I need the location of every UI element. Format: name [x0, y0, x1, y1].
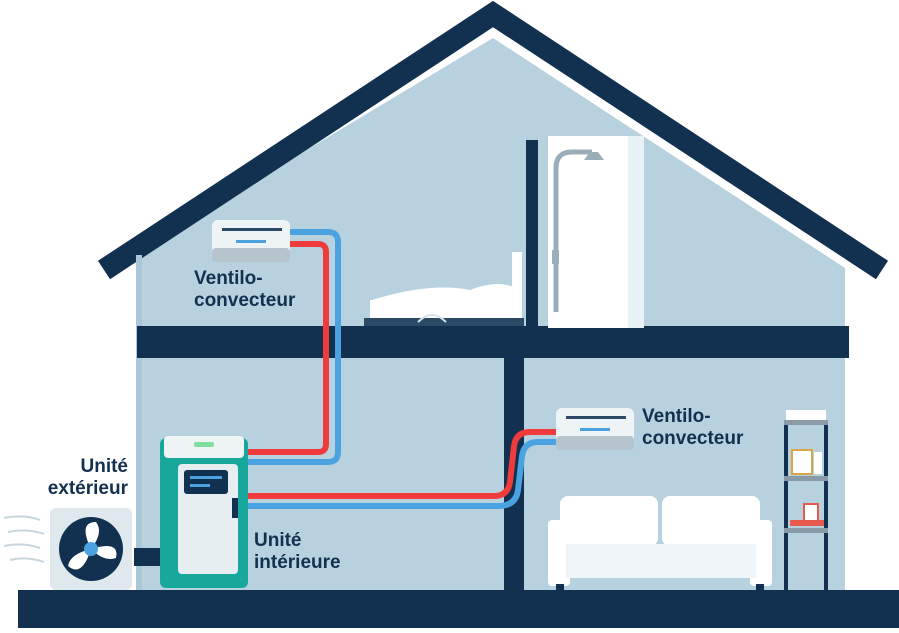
- indoor-unit-label-line2: intérieure: [254, 552, 341, 573]
- fan-coil-upstairs-unit: [212, 220, 290, 262]
- fan-coil-upstairs-label-line2: convecteur: [194, 290, 296, 311]
- outdoor-unit: [3, 508, 160, 590]
- fan-coil-downstairs-unit: [556, 408, 634, 450]
- indoor-unit-label-line1: Unité: [254, 530, 302, 551]
- hot-pipe-downstairs: [246, 429, 560, 499]
- fan-coil-upstairs-label-line1: Ventilo-: [194, 268, 263, 289]
- fan-coil-downstairs-label-line1: Ventilo-: [642, 406, 711, 427]
- fan-coil-downstairs-label: Ventilo- convecteur: [642, 406, 743, 450]
- bathroom-divider: [526, 140, 538, 328]
- hot-pipe-upstairs: [246, 241, 329, 455]
- shower: [548, 136, 644, 328]
- fan-coil-downstairs-label-line2: convecteur: [642, 428, 744, 449]
- left-wall-edge: [136, 255, 142, 590]
- sofa: [548, 496, 772, 590]
- cold-pipe-downstairs: [246, 439, 560, 509]
- middle-floor: [137, 326, 849, 358]
- bookshelf: [784, 410, 828, 590]
- roof: [97, 0, 889, 280]
- ground: [18, 590, 899, 628]
- outdoor-unit-label: Unité extérieur: [28, 456, 128, 500]
- cold-pipe-upstairs: [246, 229, 341, 465]
- outdoor-unit-label-line2: extérieur: [47, 478, 128, 499]
- indoor-unit-label: Unité intérieure: [254, 530, 341, 574]
- fan-coil-upstairs-label: Ventilo- convecteur: [194, 268, 295, 312]
- bed: [364, 252, 524, 326]
- outdoor-unit-label-line1: Unité: [80, 456, 129, 477]
- indoor-unit: [160, 436, 248, 588]
